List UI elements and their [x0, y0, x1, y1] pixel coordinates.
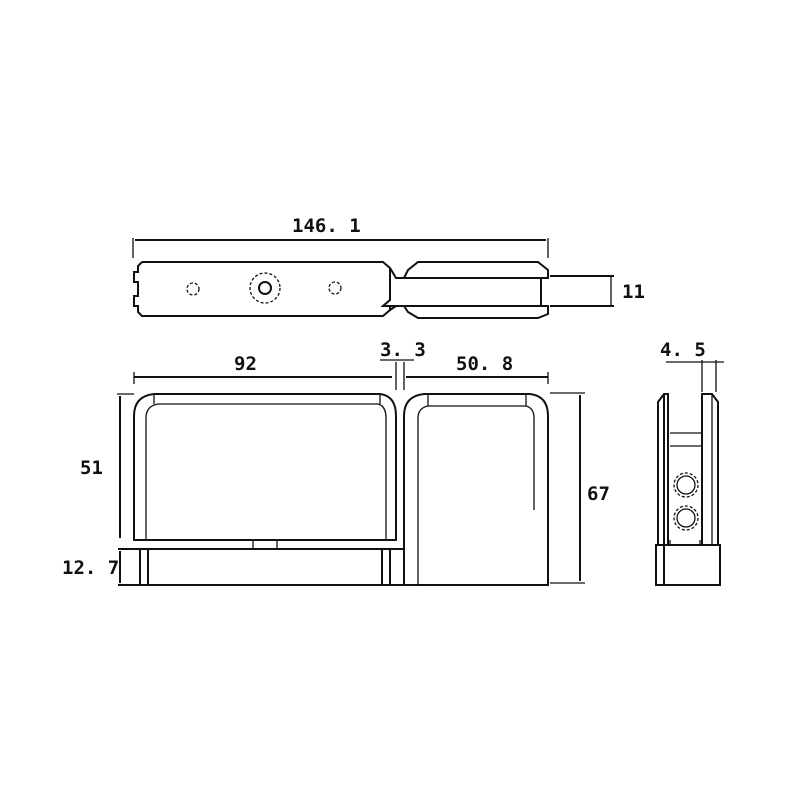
dim-67: 67 [587, 483, 610, 505]
front-view: 92 3. 3 50. 8 51 12. 7 [62, 339, 610, 586]
dim-4-5: 4. 5 [660, 339, 706, 361]
bolt-nut-icon [249, 272, 281, 304]
dim-12-7: 12. 7 [62, 557, 119, 579]
dim-50-8: 50. 8 [456, 353, 513, 375]
hole-icon [328, 281, 342, 295]
hole-icon [186, 282, 200, 296]
dim-92: 92 [234, 353, 257, 375]
bolt-head-icon [673, 472, 699, 498]
top-view: 146. 1 11 [132, 215, 645, 319]
dim-3-3: 3. 3 [380, 339, 426, 361]
side-view: 4. 5 [655, 339, 724, 586]
bolt-head-icon [673, 505, 699, 531]
dim-146-1: 146. 1 [292, 215, 361, 237]
dim-51: 51 [80, 457, 103, 479]
dim-11: 11 [622, 281, 645, 303]
